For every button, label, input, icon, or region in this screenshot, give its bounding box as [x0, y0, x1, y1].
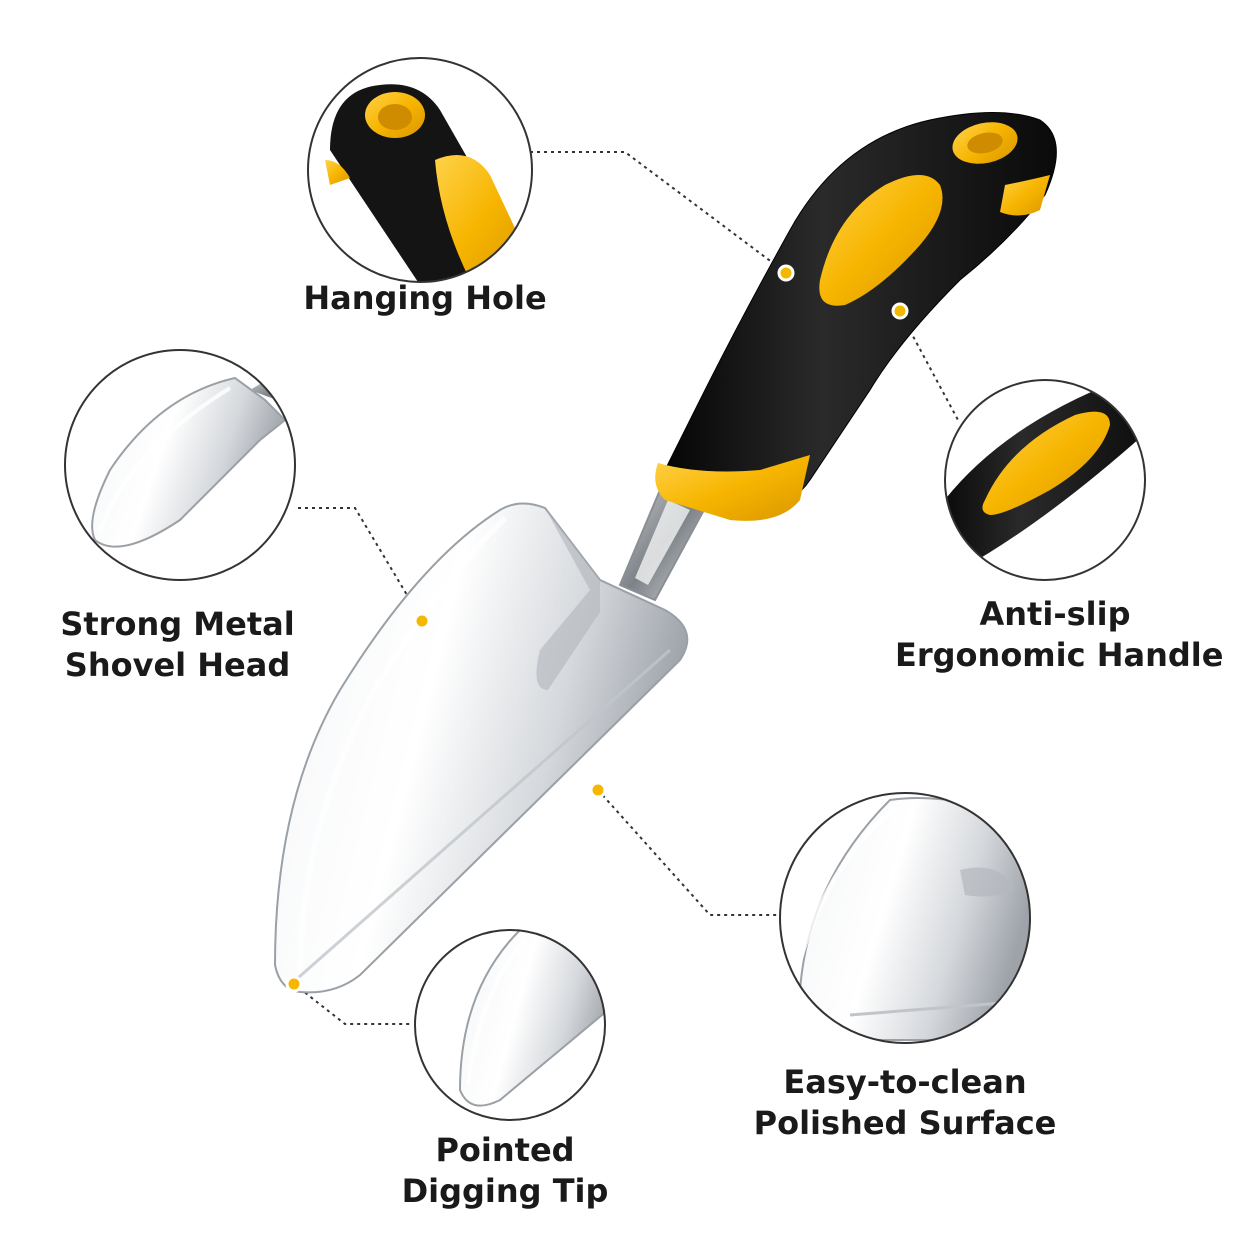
inset-surface	[780, 793, 1030, 1043]
trowel-main	[273, 112, 1057, 994]
label-surface-line2: Polished Surface	[753, 1104, 1057, 1142]
callout-dots	[285, 264, 909, 993]
dot-tip	[285, 975, 303, 993]
handle-collar	[655, 455, 810, 521]
label-hanging-hole: Hanging Hole	[285, 278, 565, 319]
label-hanging-hole-text: Hanging Hole	[303, 279, 547, 317]
label-surface: Easy-to-clean Polished Surface	[750, 1062, 1060, 1144]
leader-shovel-head	[298, 507, 423, 621]
leader-surface	[597, 789, 780, 916]
label-handle-line1: Anti-slip	[979, 595, 1131, 633]
label-shovel-head-line2: Shovel Head	[64, 646, 291, 684]
inset-shovel-head	[65, 350, 295, 580]
leader-hanging-hole	[530, 151, 786, 273]
label-tip-line2: Digging Tip	[401, 1172, 609, 1210]
label-handle-line2: Ergonomic Handle	[895, 636, 1224, 674]
inset-handle	[945, 380, 1145, 580]
label-shovel-head: Strong Metal Shovel Head	[40, 604, 315, 686]
inset-hanging-hole	[308, 58, 532, 282]
label-tip-line1: Pointed	[435, 1131, 575, 1169]
dot-surface	[589, 781, 607, 799]
leader-tip	[293, 983, 412, 1025]
dot-hanging-hole	[777, 264, 795, 282]
label-handle: Anti-slip Ergonomic Handle	[895, 594, 1224, 676]
dot-shovel-head	[413, 612, 431, 630]
label-tip: Pointed Digging Tip	[390, 1130, 620, 1212]
leader-lines	[293, 151, 959, 1025]
label-shovel-head-line1: Strong Metal	[60, 605, 295, 643]
label-surface-line1: Easy-to-clean	[783, 1063, 1027, 1101]
inset-tip	[415, 930, 605, 1120]
dot-handle	[891, 302, 909, 320]
handle-grip	[819, 175, 943, 306]
